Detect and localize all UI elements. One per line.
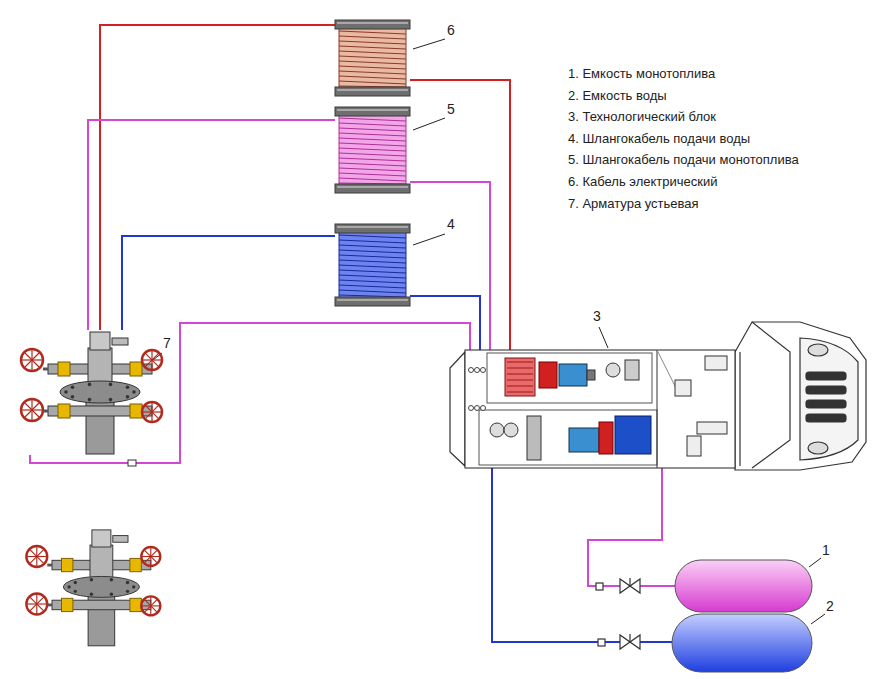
- part-list-item: 5. Шлангокабель подачи монотоплива: [568, 152, 799, 168]
- valve-symbol: [598, 634, 640, 649]
- hose-line: [410, 182, 490, 350]
- callout-number: 1: [822, 542, 830, 558]
- reel-shape: [335, 107, 410, 193]
- callout-number: 7: [163, 335, 171, 351]
- tank-shape: [675, 560, 812, 612]
- fuel-tank: 1: [675, 560, 812, 612]
- truck-cab: [735, 322, 866, 470]
- reel-shape: [335, 20, 410, 96]
- part-list-item: 7. Арматура устьевая: [568, 196, 699, 212]
- block-shape: [465, 350, 735, 468]
- reel-shape: [335, 224, 410, 306]
- process-unit: 3: [465, 350, 735, 468]
- part-list-item: 1. Емкость монотоплива: [568, 66, 715, 82]
- valve-symbol: [596, 578, 640, 593]
- callout-number: 3: [593, 308, 601, 324]
- water-tank: 2: [672, 614, 812, 672]
- hose-line: [88, 120, 335, 330]
- tank-shape: [672, 614, 812, 672]
- hose-line: [30, 323, 470, 463]
- callout-number: 4: [447, 216, 455, 232]
- hose-line: [410, 80, 510, 350]
- callout-number: 6: [447, 22, 455, 38]
- trailer-end: [450, 352, 465, 466]
- wellhead-view: [26, 530, 160, 646]
- part-list-item: 3. Технологический блок: [568, 109, 716, 125]
- cable-reel: 6: [335, 20, 410, 96]
- leader-line: [153, 39, 825, 624]
- hose-line: [100, 25, 335, 330]
- hose-line: [588, 468, 675, 586]
- hose-reel: 4: [335, 224, 410, 306]
- hose-coupling: [128, 460, 136, 466]
- callout-number: 5: [447, 101, 455, 117]
- wellhead: 7: [8, 330, 158, 455]
- part-list-item: 4. Шлангокабель подачи воды: [568, 131, 750, 147]
- hose-reel: 5: [335, 107, 410, 193]
- hose-line: [122, 236, 335, 330]
- hose-line: [492, 468, 672, 642]
- wellhead-shape: [8, 330, 158, 455]
- part-list-item: 6. Кабель электрический: [568, 174, 717, 190]
- part-list-item: 2. Емкость воды: [568, 88, 667, 104]
- callout-number: 2: [826, 598, 834, 614]
